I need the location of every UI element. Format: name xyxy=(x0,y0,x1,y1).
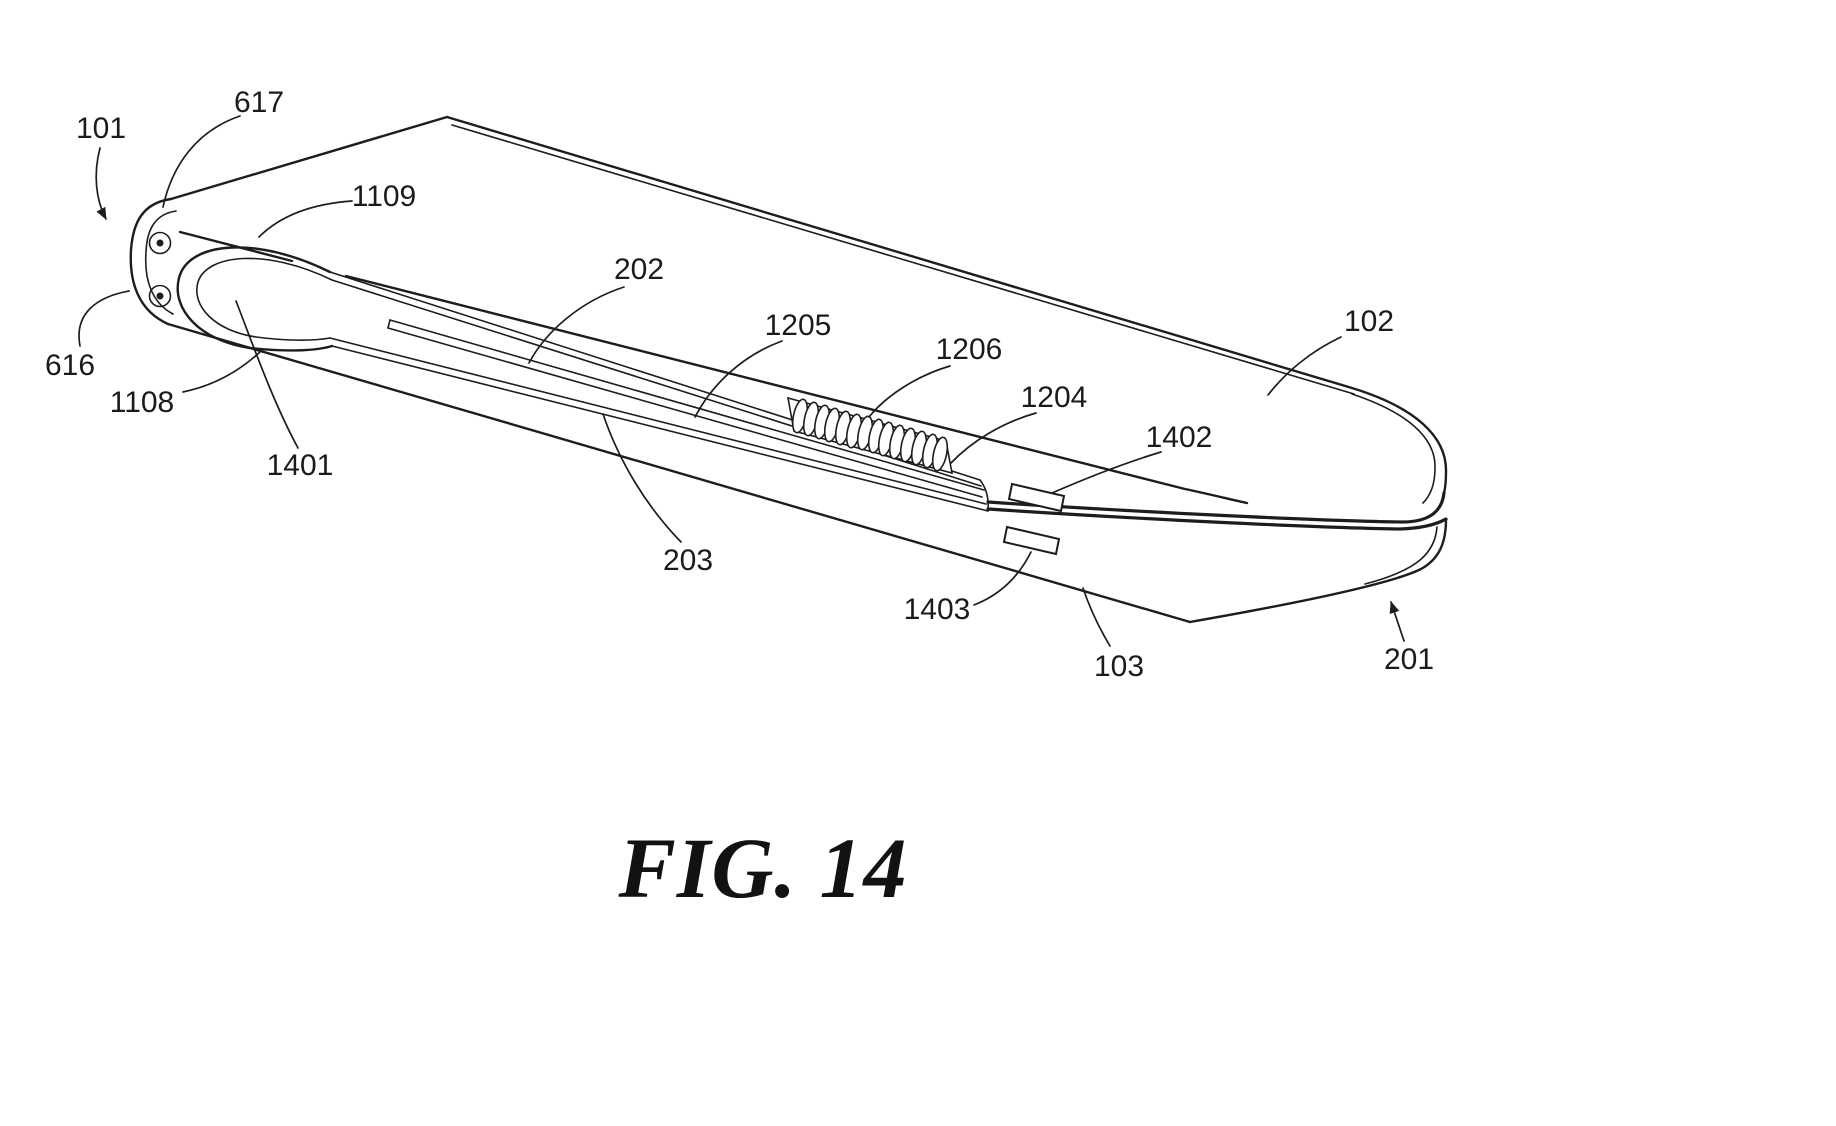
hinge-assembly xyxy=(129,197,177,326)
seam xyxy=(986,491,1448,531)
display-stack xyxy=(329,271,989,512)
reference-labels: 101 617 1109 202 1205 1206 1204 102 616 … xyxy=(45,86,1434,683)
coil-loop xyxy=(931,436,949,472)
loop-outer-surface xyxy=(176,246,334,352)
hinge-cap-inner xyxy=(144,210,177,315)
connector-1403 xyxy=(1002,525,1061,556)
seam-upper-line xyxy=(986,491,1446,524)
ref-label-1206: 1206 xyxy=(936,333,1003,366)
seam-lower-line xyxy=(986,507,1448,531)
ref-label-203: 203 xyxy=(663,544,713,577)
ref-label-1204: 1204 xyxy=(1021,381,1088,414)
ref-label-103: 103 xyxy=(1094,650,1144,683)
hinge-pin-upper-axle xyxy=(156,239,164,247)
leader-1401 xyxy=(235,300,299,449)
top-face-front-edge-right xyxy=(344,274,1249,505)
lip-strip-left-cap xyxy=(387,319,391,329)
leader-1206 xyxy=(868,365,951,418)
top-face-back-edge-inner xyxy=(451,124,1355,395)
leader-203 xyxy=(602,413,682,543)
loop-inner-surface xyxy=(196,257,333,341)
leader-617 xyxy=(162,115,241,208)
ref-label-201: 201 xyxy=(1384,643,1434,676)
device-drawing xyxy=(129,115,1448,624)
display-fold-loop xyxy=(176,246,334,352)
arrow-101 xyxy=(95,147,107,220)
leader-1205 xyxy=(694,340,783,418)
figure-caption: FIG. 14 xyxy=(618,820,908,916)
hinge-pin-upper xyxy=(148,231,172,255)
ref-label-1205: 1205 xyxy=(765,309,832,342)
leader-102 xyxy=(1267,336,1342,396)
connector-blocks xyxy=(1002,482,1066,556)
right-cap-bottom xyxy=(1188,517,1448,624)
front-bottom-edge xyxy=(166,322,1192,624)
connector-1402 xyxy=(1007,482,1066,513)
ref-label-617: 617 xyxy=(234,86,284,119)
display-layer-lower xyxy=(329,337,987,505)
ref-label-1108: 1108 xyxy=(110,386,175,419)
hinge-pin-lower-axle xyxy=(156,292,164,300)
arrow-201 xyxy=(1389,601,1405,642)
ref-label-102: 102 xyxy=(1344,305,1394,338)
coil-spring xyxy=(786,396,954,475)
leader-616 xyxy=(78,290,130,347)
lip-strip-top xyxy=(389,319,985,491)
hinge-pin-lower xyxy=(148,284,172,308)
top-face-back-edge xyxy=(445,115,1448,495)
hinge-cap-outer xyxy=(129,197,173,326)
ref-label-101: 101 xyxy=(76,112,126,145)
lip-strip-bottom xyxy=(387,327,983,498)
display-layer-bottom xyxy=(331,345,989,512)
leader-1204 xyxy=(950,412,1037,464)
top-face-left-edge xyxy=(169,115,449,201)
ref-label-1109: 1109 xyxy=(352,180,417,213)
wedge-tip xyxy=(979,479,989,512)
leader-1403 xyxy=(973,551,1032,606)
ref-label-1403: 1403 xyxy=(904,593,971,626)
ref-label-202: 202 xyxy=(614,253,664,286)
ref-label-1401: 1401 xyxy=(267,449,334,482)
leader-1402 xyxy=(1051,451,1162,494)
right-cap-bottom-contour xyxy=(1364,526,1438,585)
right-cap-top-contour xyxy=(1351,393,1436,504)
bottom-half-outline xyxy=(166,322,1448,624)
leader-103 xyxy=(1082,587,1111,647)
leader-1108 xyxy=(182,350,262,393)
ref-label-1402: 1402 xyxy=(1146,421,1213,454)
leader-lines xyxy=(78,115,1405,647)
leader-202 xyxy=(528,286,625,364)
leader-1109 xyxy=(258,200,353,238)
ref-label-616: 616 xyxy=(45,349,95,382)
